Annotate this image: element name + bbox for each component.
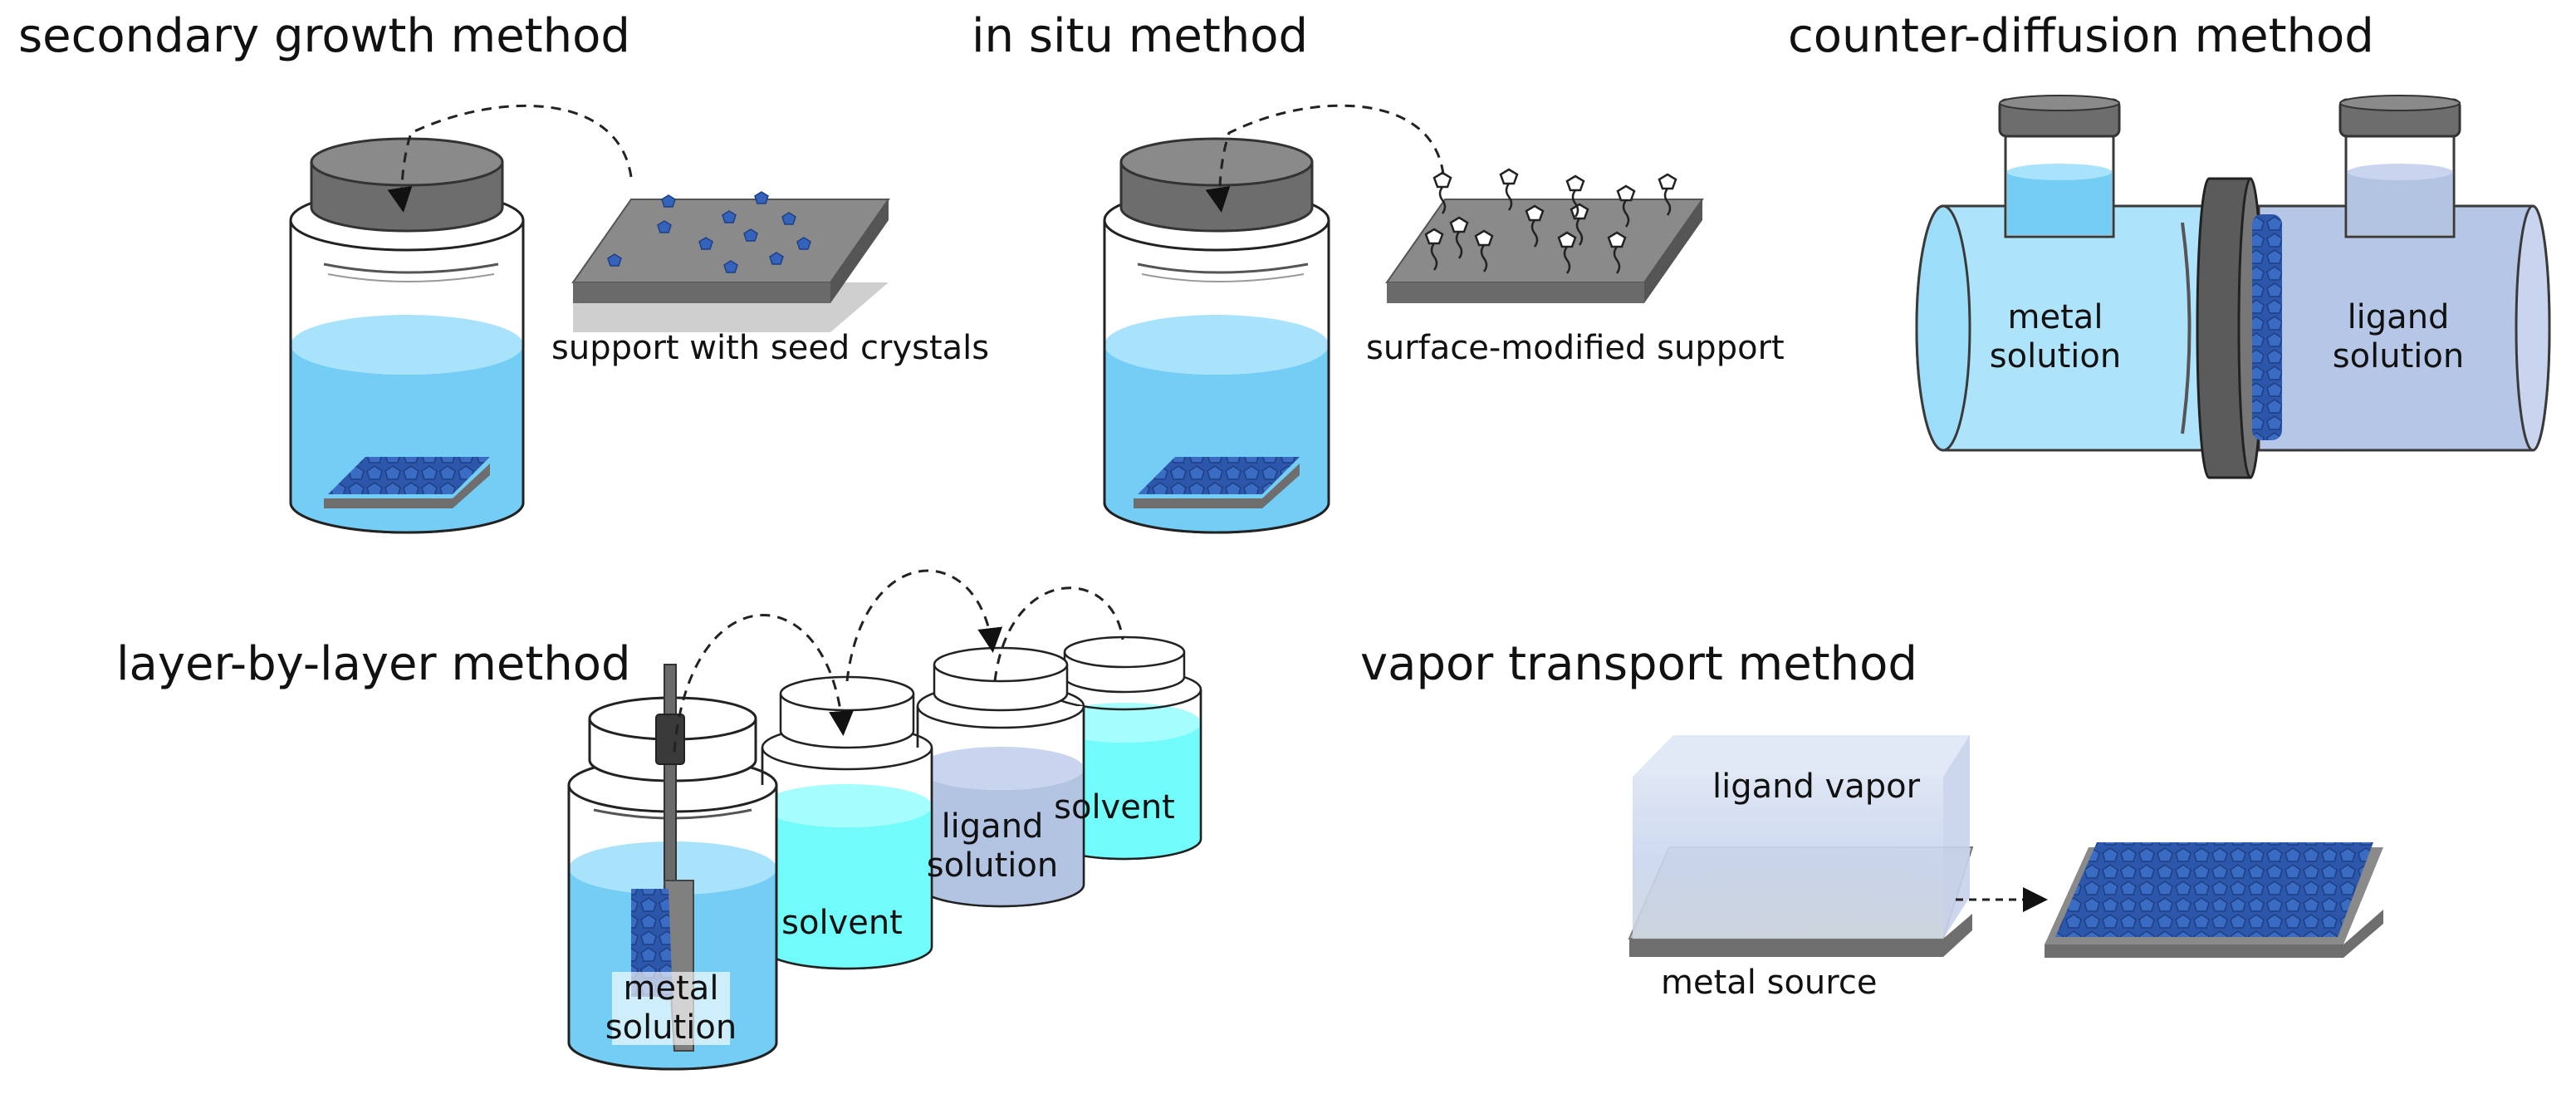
label-lbl-ligand-solution: solution bbox=[927, 846, 1058, 885]
surface-modified-support bbox=[1385, 168, 1704, 303]
label-ligand: ligand bbox=[2348, 298, 2450, 336]
label-lbl-metal-solution: solution bbox=[605, 1008, 737, 1047]
lbl-solvent-jar-back bbox=[1046, 635, 1202, 861]
label-lbl-solvent-front: solvent bbox=[781, 904, 903, 942]
title-vapor-transport: vapor transport method bbox=[1360, 637, 1917, 691]
transfer-arrow bbox=[387, 104, 633, 213]
title-counter-diffusion: counter-diffusion method bbox=[1788, 9, 2374, 63]
in-situ-jar bbox=[1103, 137, 1330, 534]
vapor-transport-setup bbox=[1628, 735, 2383, 958]
transfer-arrow bbox=[1205, 104, 1445, 213]
secondary-growth-jar bbox=[289, 137, 525, 534]
counter-diffusion-cell: metal solution ligand solution bbox=[1915, 95, 2551, 479]
label-metal-source: metal source bbox=[1661, 964, 1877, 1002]
label-lbl-solvent-back: solvent bbox=[1054, 788, 1175, 827]
seed-crystal-support bbox=[571, 191, 890, 332]
crystal-layer bbox=[328, 457, 490, 494]
label-lbl-ligand: ligand bbox=[942, 807, 1044, 846]
crystal-layer bbox=[631, 889, 673, 997]
label-metal: metal bbox=[2008, 298, 2103, 336]
label-ligand-solution: solution bbox=[2333, 337, 2464, 375]
crystal-membrane bbox=[2252, 214, 2282, 440]
lbl-solvent-jar-front bbox=[761, 675, 933, 970]
title-layer-by-layer: layer-by-layer method bbox=[116, 637, 631, 691]
label-metal-solution: solution bbox=[1990, 337, 2121, 375]
lbl-transfer-arrows bbox=[673, 569, 1124, 753]
label-modified-support: surface-modified support bbox=[1366, 329, 1785, 367]
title-in-situ: in situ method bbox=[972, 9, 1308, 63]
crystal-layer bbox=[1138, 457, 1300, 494]
label-seed-support: support with seed crystals bbox=[551, 329, 989, 367]
label-lbl-metal: metal bbox=[624, 969, 719, 1008]
lbl-ligand-jar bbox=[916, 646, 1085, 908]
crystal-film bbox=[2055, 842, 2373, 937]
lbl-metal-jar: metal solution bbox=[567, 664, 778, 1071]
label-ligand-vapor: ligand vapor bbox=[1712, 768, 1921, 806]
title-secondary-growth: secondary growth method bbox=[18, 9, 630, 63]
